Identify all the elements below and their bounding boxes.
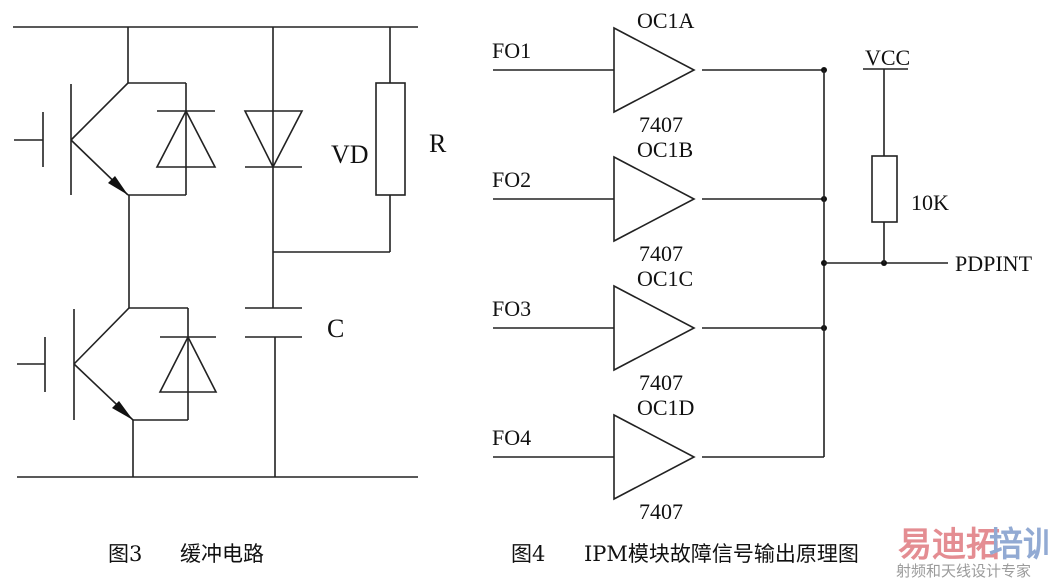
- buffer-part-number: 7407: [639, 499, 683, 524]
- buffer-name: OC1C: [637, 266, 693, 291]
- figure4-caption-number: 图4: [511, 542, 545, 566]
- snubber-capacitor-c: [245, 307, 302, 477]
- buffer-part-number: 7407: [639, 112, 683, 137]
- watermark-tagline: 射频和天线设计专家: [896, 562, 1031, 579]
- buffer-gate-4: FO4 OC1D 7407: [492, 395, 824, 524]
- buffer-part-number: 7407: [639, 370, 683, 395]
- figure3-caption: 缓冲电路: [180, 542, 264, 566]
- buffer-triangle: [613, 413, 696, 501]
- buffer-triangle: [613, 284, 696, 372]
- input-label: FO4: [492, 425, 531, 450]
- buffer-part-number: 7407: [639, 241, 683, 266]
- watermark-logo: 易迪拓 培训 射频和天线设计专家: [896, 525, 1050, 579]
- buffer-triangle: [613, 26, 696, 114]
- input-label: FO2: [492, 167, 531, 192]
- emitter-arrow-icon: [112, 401, 133, 420]
- label-10k: 10K: [911, 190, 949, 215]
- label-vcc: VCC: [865, 45, 910, 70]
- pullup-resistor: [863, 68, 908, 263]
- buffer-gate-1: FO1 OC1A 7407: [492, 8, 827, 137]
- upper-freewheel-diode: [155, 109, 217, 168]
- emitter-arrow-icon: [108, 176, 128, 195]
- ipm-fault-output-diagram: FO1OC1A7407FO2OC1B7407FO3OC1C7407FO4OC1D…: [492, 8, 1033, 524]
- label-pdpint: PDPINT: [955, 251, 1033, 276]
- snubber-diode-vd: [243, 27, 304, 308]
- buffer-triangle: [613, 155, 696, 243]
- label-c: C: [327, 314, 344, 343]
- buffer-name: OC1A: [637, 8, 695, 33]
- label-vd: VD: [331, 140, 369, 169]
- lower-freewheel-diode: [158, 335, 218, 393]
- input-label: FO1: [492, 38, 531, 63]
- buffer-name: OC1D: [637, 395, 694, 420]
- figure3-caption-number: 图3: [108, 542, 142, 566]
- lower-igbt: [17, 307, 189, 477]
- watermark-brand-blue: 培训: [989, 525, 1050, 565]
- label-r: R: [429, 129, 447, 158]
- buffer-gate-2: FO2 OC1B 7407: [492, 137, 827, 266]
- buffer-circuit-diagram: VD R C: [13, 26, 447, 478]
- watermark-brand-red: 易迪拓: [898, 525, 1000, 565]
- input-label: FO3: [492, 296, 531, 321]
- snubber-resistor-r: [273, 27, 406, 253]
- upper-igbt: [14, 27, 187, 196]
- buffer-gate-3: FO3 OC1C 7407: [492, 266, 827, 395]
- figure4-caption: IPM模块故障信号输出原理图: [584, 542, 859, 566]
- buffer-name: OC1B: [637, 137, 693, 162]
